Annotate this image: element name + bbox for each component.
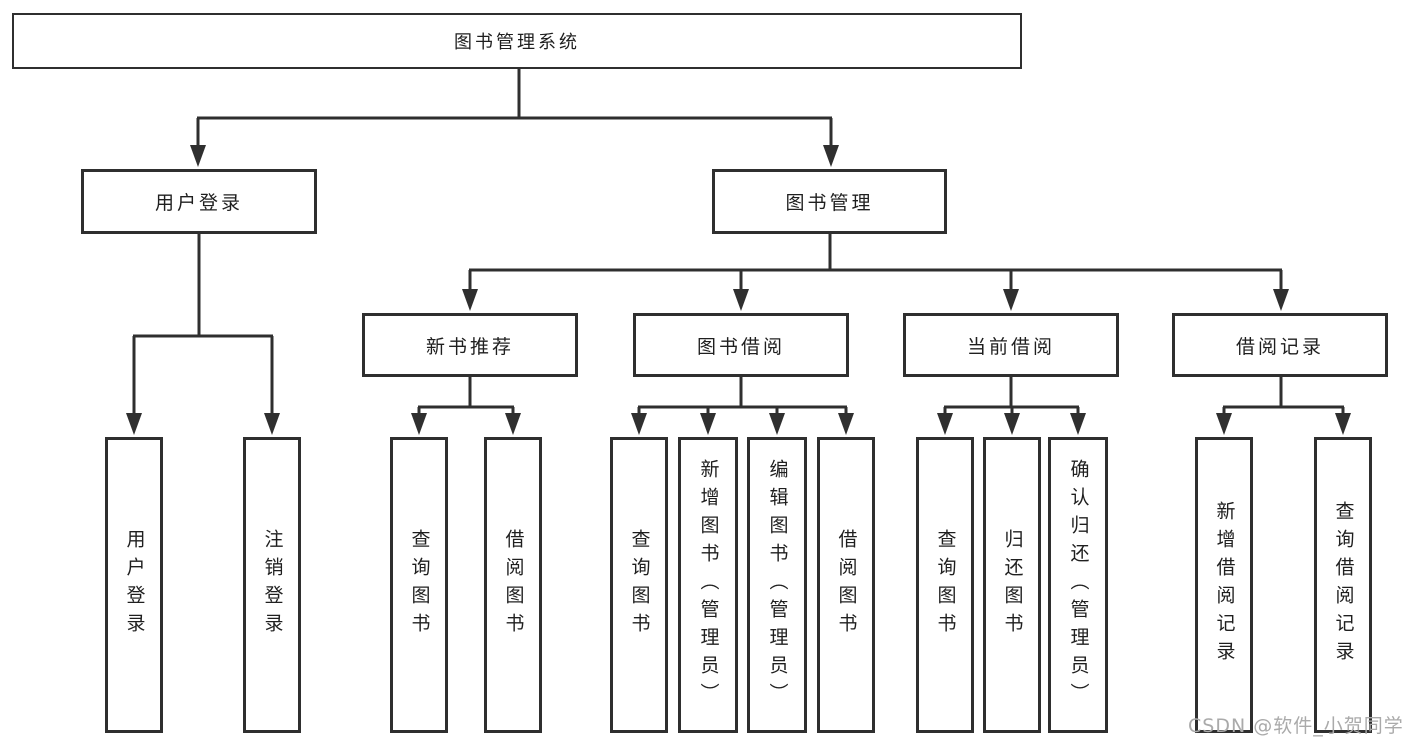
node-label: 查询图书 (628, 529, 651, 641)
node-return-book: 归还图书 (983, 437, 1041, 733)
node-label: 新增图书（管理员） (697, 459, 720, 711)
node-user-login-leaf: 用户登录 (105, 437, 163, 733)
node-borrow-records: 借阅记录 (1172, 313, 1388, 377)
node-label: 用户登录 (123, 529, 146, 641)
node-book-management-module: 图书管理 (712, 169, 947, 234)
node-label: 借阅图书 (835, 529, 858, 641)
node-borrow-books-1: 借阅图书 (484, 437, 542, 733)
node-label: 查询图书 (408, 529, 431, 641)
node-current-borrow: 当前借阅 (903, 313, 1119, 377)
node-query-books-2: 查询图书 (610, 437, 668, 733)
node-label: 编辑图书（管理员） (766, 459, 789, 711)
node-new-book-recommend: 新书推荐 (362, 313, 578, 377)
node-label: 注销登录 (261, 529, 284, 641)
node-book-borrow: 图书借阅 (633, 313, 849, 377)
node-query-books-1: 查询图书 (390, 437, 448, 733)
node-add-borrow-record: 新增借阅记录 (1195, 437, 1253, 733)
node-label: 借阅图书 (502, 529, 525, 641)
node-edit-book-admin: 编辑图书（管理员） (747, 437, 807, 733)
csdn-watermark: CSDN @软件_小贺同学 (1188, 715, 1404, 737)
node-confirm-return-admin: 确认归还（管理员） (1048, 437, 1108, 733)
node-label: 新增借阅记录 (1213, 501, 1236, 669)
node-label: 查询借阅记录 (1332, 501, 1355, 669)
node-logout-leaf: 注销登录 (243, 437, 301, 733)
node-label: 查询图书 (934, 529, 957, 641)
node-borrow-books-2: 借阅图书 (817, 437, 875, 733)
node-label: 归还图书 (1001, 529, 1024, 641)
node-query-books-3: 查询图书 (916, 437, 974, 733)
node-user-login-module: 用户登录 (81, 169, 317, 234)
node-query-borrow-record: 查询借阅记录 (1314, 437, 1372, 733)
node-add-book-admin: 新增图书（管理员） (678, 437, 738, 733)
node-label: 确认归还（管理员） (1067, 459, 1090, 711)
node-library-system: 图书管理系统 (12, 13, 1022, 69)
